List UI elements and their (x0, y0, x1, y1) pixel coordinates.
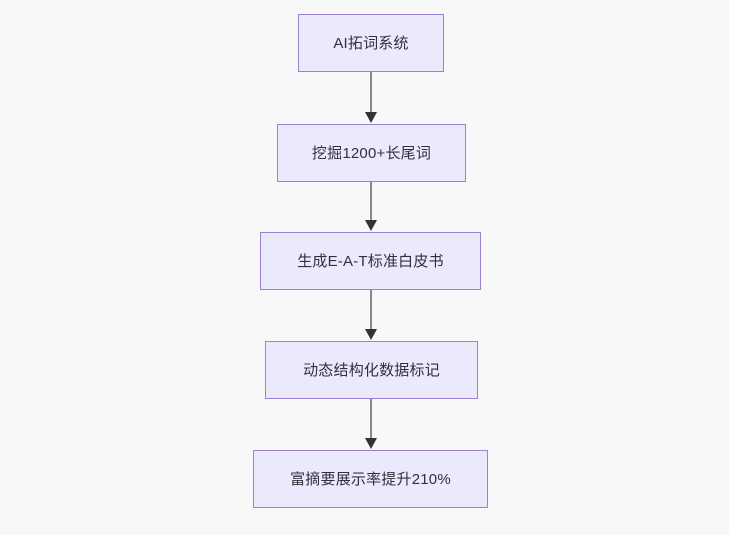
flow-node-3-label: 生成E-A-T标准白皮书 (297, 252, 444, 270)
flow-arrow-1-to-2 (361, 72, 381, 124)
flow-arrow-4-to-5 (361, 399, 381, 450)
flow-node-4[interactable]: 动态结构化数据标记 (265, 341, 478, 399)
flow-arrow-3-to-4 (361, 290, 381, 341)
flow-node-4-label: 动态结构化数据标记 (303, 361, 440, 379)
flow-node-2[interactable]: 挖掘1200+长尾词 (277, 124, 466, 182)
flow-node-5[interactable]: 富摘要展示率提升210% (253, 450, 488, 508)
flow-arrow-2-to-3 (361, 182, 381, 232)
flow-node-5-label: 富摘要展示率提升210% (290, 470, 451, 488)
flow-node-3[interactable]: 生成E-A-T标准白皮书 (260, 232, 481, 290)
flow-node-1[interactable]: AI拓词系统 (298, 14, 444, 72)
flow-node-2-label: 挖掘1200+长尾词 (311, 144, 432, 162)
flow-node-1-label: AI拓词系统 (333, 34, 409, 52)
